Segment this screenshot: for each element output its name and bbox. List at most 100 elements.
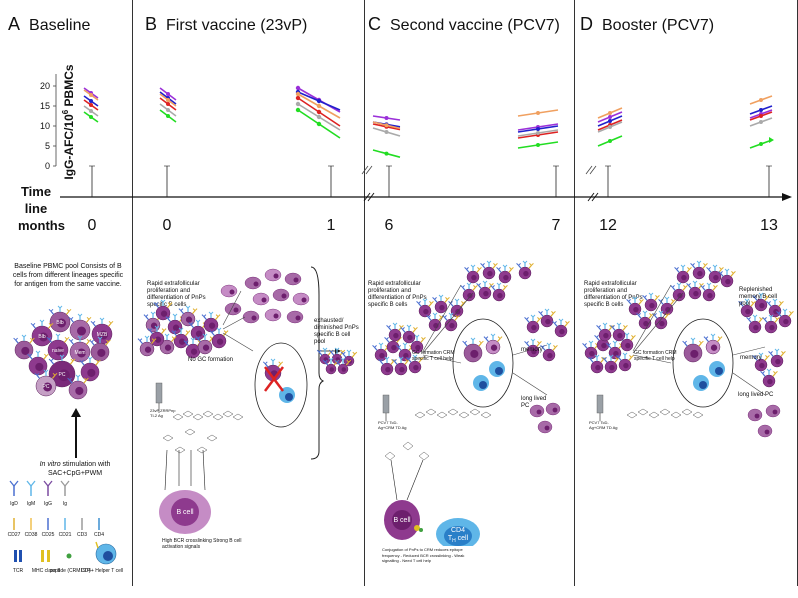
b-cell	[464, 264, 482, 284]
series-arrow	[769, 137, 774, 143]
b-cell	[596, 322, 614, 342]
data-point	[316, 114, 322, 120]
data-point	[759, 114, 763, 118]
high-bcr-text: High BCR crosslinking Strong B cell acti…	[162, 538, 242, 550]
y-tick-label: 10	[40, 121, 50, 131]
b-cell	[137, 335, 157, 357]
b-cell	[524, 314, 542, 334]
timeline-arrowhead	[782, 193, 792, 201]
b-cell	[147, 325, 167, 347]
b-cell	[178, 305, 198, 327]
germinal-center-oval	[672, 318, 734, 408]
b-cell	[690, 260, 708, 280]
data-point	[166, 102, 170, 106]
b-cell	[746, 314, 764, 334]
polysaccharide-unit	[222, 410, 234, 418]
booster-diagram	[582, 260, 794, 438]
b-cell	[540, 342, 558, 362]
b-cell	[90, 317, 114, 345]
germinal-center-oval	[254, 342, 308, 428]
data-point	[316, 121, 322, 127]
svg-text:TH cell: TH cell	[448, 535, 469, 544]
legend-label: IgM	[27, 501, 35, 507]
month-label: 6	[385, 217, 394, 234]
b-cell	[340, 349, 358, 367]
break-mark	[361, 165, 369, 175]
tcr-glyph	[14, 550, 17, 562]
b-cell	[48, 354, 76, 388]
b-cell	[476, 280, 494, 300]
b-cell	[68, 313, 92, 341]
vaccine-pcv7-label-c: PCV7 TcD-Ag+CRM TD Ag	[378, 420, 407, 430]
data-point	[166, 108, 170, 112]
memory-label-d: memory	[740, 355, 762, 361]
polysaccharide-unit	[480, 411, 492, 419]
b-cell	[616, 352, 634, 372]
data-point	[89, 93, 93, 97]
b-cell	[462, 337, 484, 363]
data-point	[608, 125, 612, 129]
panel-divider	[364, 0, 365, 586]
b-cell	[322, 357, 340, 375]
no-gc-text: No GC formation	[188, 357, 234, 363]
legend-label: CD4	[94, 532, 104, 538]
data-point	[295, 101, 301, 107]
data-point	[89, 99, 93, 103]
cell-type-label: Blb	[56, 320, 63, 326]
data-point	[536, 131, 540, 135]
b-cell	[642, 292, 660, 312]
b-cell	[552, 318, 570, 338]
b-cell	[426, 312, 444, 332]
polysaccharide-unit	[436, 411, 448, 419]
b-cell	[626, 296, 644, 316]
polysaccharide-unit	[681, 408, 693, 416]
break-mark	[365, 165, 373, 175]
mhc-glyph	[414, 525, 420, 531]
plasma-cell	[272, 288, 290, 302]
polysaccharide-unit	[414, 411, 426, 419]
flow-arrow	[732, 372, 766, 396]
b-cell	[776, 308, 794, 328]
month-label: 12	[599, 217, 617, 234]
flow-arrow	[422, 292, 474, 354]
data-point	[608, 111, 612, 115]
month-label: 13	[760, 217, 778, 234]
no-interaction-cross	[264, 366, 284, 392]
plasma-cell	[292, 292, 310, 306]
cell-type-label: Blb	[38, 334, 45, 340]
data-point	[316, 98, 322, 104]
b-cell	[766, 298, 784, 318]
b-cell	[165, 313, 185, 335]
mhc-glyph	[41, 550, 44, 562]
data-point	[384, 116, 389, 120]
b-cell	[670, 282, 688, 302]
y-tick-label: 5	[45, 141, 50, 151]
polysaccharide-unit	[637, 408, 649, 416]
b-cell	[762, 314, 780, 334]
polysaccharide-unit	[212, 413, 224, 421]
polysaccharide-unit	[447, 408, 459, 416]
b-cell	[752, 352, 770, 372]
b-cell	[703, 333, 723, 355]
b-cell	[13, 334, 35, 360]
b-cell	[34, 369, 58, 397]
legend-label: Ig	[63, 501, 67, 507]
data-point	[89, 103, 93, 107]
antigen-unit	[162, 434, 174, 442]
flow-arrow	[732, 346, 766, 356]
cell-type-label: Mem	[74, 350, 85, 356]
polysaccharide-unit	[202, 410, 214, 418]
rapid-text-c: Rapid extrafollicular proliferation and …	[368, 281, 427, 308]
antigen-unit	[174, 446, 186, 454]
plasma-cell	[220, 284, 238, 298]
svg-text:CD4: CD4	[451, 527, 465, 534]
polysaccharide-unit	[648, 411, 660, 419]
b-cell	[67, 374, 89, 400]
polysaccharide-unit	[670, 411, 682, 419]
data-point	[384, 123, 389, 128]
syringe-icon	[596, 394, 604, 414]
data-point	[536, 127, 540, 131]
